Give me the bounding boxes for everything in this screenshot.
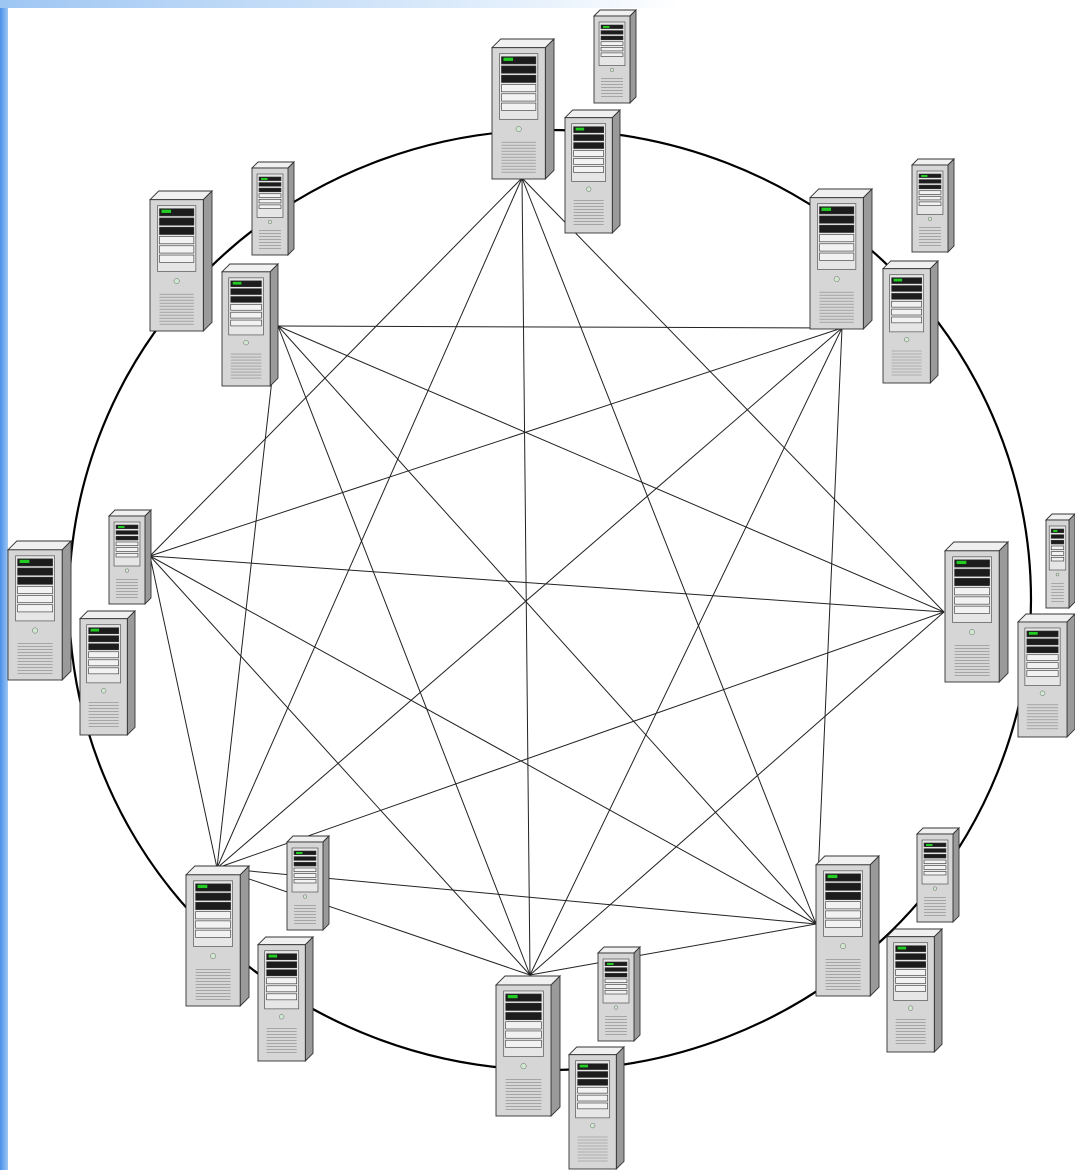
server-lower-right-2 <box>887 929 942 1052</box>
server-lower-left-1 <box>186 866 249 1006</box>
server-lower-right-1 <box>816 856 879 996</box>
link-right-lower-left <box>217 612 944 868</box>
server-upper-right-3 <box>912 159 954 252</box>
link-upper-left-lower-left <box>217 326 278 868</box>
server-top-2 <box>565 110 620 233</box>
link-upper-right-bottom <box>530 328 842 975</box>
server-lower-left-3 <box>287 836 329 930</box>
link-bottom-lower-right <box>530 924 816 975</box>
server-layer <box>8 10 1075 1169</box>
link-left-lower-right <box>150 556 816 924</box>
server-bottom-2 <box>569 1047 624 1169</box>
link-left-right <box>150 556 944 612</box>
server-lower-right-3 <box>917 828 959 922</box>
server-upper-left-1 <box>150 191 212 331</box>
server-bottom-1 <box>496 976 560 1116</box>
server-upper-left-3 <box>252 162 294 255</box>
server-top-1 <box>492 39 554 179</box>
server-lower-left-2 <box>258 937 313 1061</box>
server-upper-left-2 <box>222 264 278 386</box>
link-right-bottom <box>530 612 944 975</box>
server-bottom-3 <box>598 947 640 1041</box>
link-upper-left-right <box>278 326 944 612</box>
link-upper-left-upper-right <box>278 326 842 328</box>
server-top-3 <box>594 10 636 103</box>
server-upper-right-2 <box>883 261 938 383</box>
link-top-bottom <box>522 178 530 975</box>
server-left-3 <box>109 510 151 604</box>
link-left-lower-left <box>150 556 217 868</box>
server-right-3 <box>1046 514 1075 608</box>
server-left-2 <box>80 611 135 735</box>
server-upper-right-1 <box>810 189 872 329</box>
server-left-1 <box>8 541 71 680</box>
link-top-right <box>522 178 944 612</box>
server-right-1 <box>945 542 1008 682</box>
link-top-lower-right <box>522 178 816 924</box>
link-upper-left-lower-right <box>278 326 816 924</box>
link-upper-right-lower-right <box>816 328 842 924</box>
server-right-2 <box>1018 614 1075 737</box>
